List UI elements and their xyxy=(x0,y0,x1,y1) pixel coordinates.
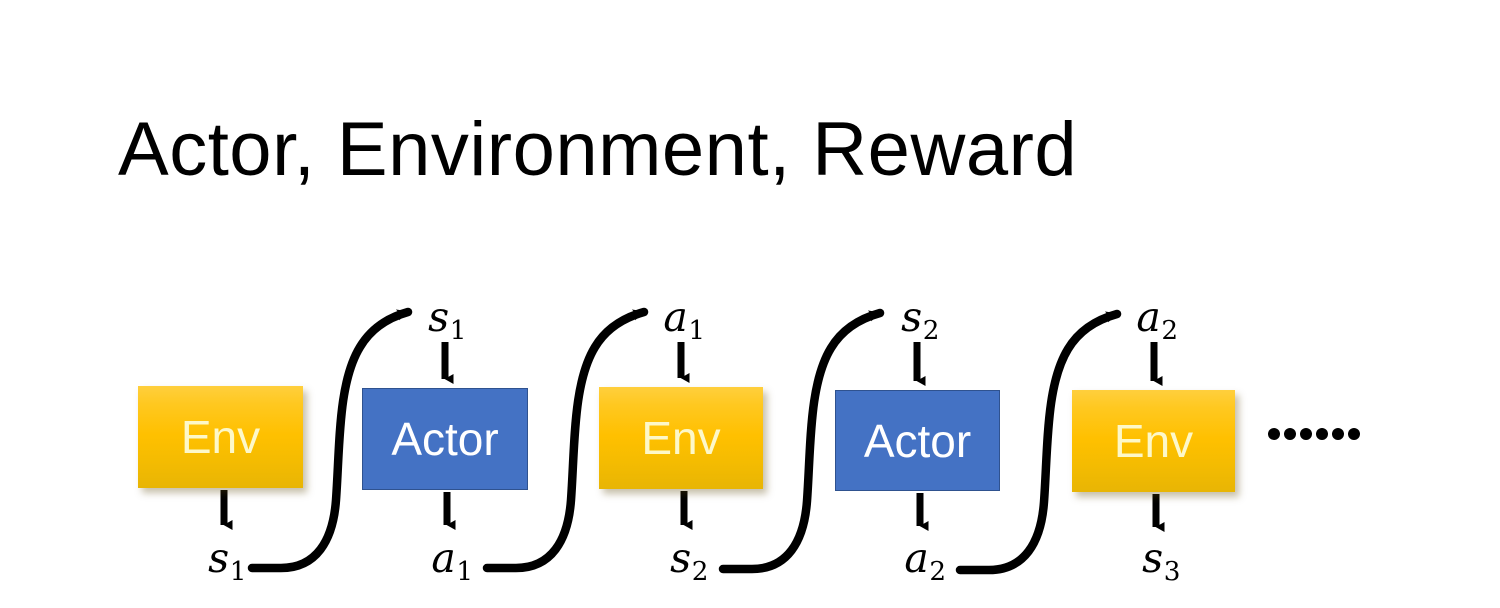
connector-s1-to-s1 xyxy=(247,307,413,573)
label-bottom-s3: s3 xyxy=(1142,538,1180,585)
continuation-ellipsis xyxy=(1268,428,1360,440)
symbol: s xyxy=(428,293,450,341)
ellipsis-dot xyxy=(1316,428,1328,440)
subscript: 2 xyxy=(922,315,940,346)
symbol: a xyxy=(431,534,456,582)
subscript: 2 xyxy=(929,556,947,587)
node-label: Env xyxy=(641,412,721,464)
connector-s2-to-s2 xyxy=(718,308,885,574)
curved-connectors xyxy=(247,307,1122,575)
label-bottom-s1: s1 xyxy=(208,538,246,585)
node-label: Actor xyxy=(391,413,499,465)
symbol: s xyxy=(901,293,923,341)
arrows-box-to-label xyxy=(220,490,1165,532)
label-top-a1: a1 xyxy=(663,297,705,344)
subscript: 3 xyxy=(1163,556,1181,587)
ellipsis-dot xyxy=(1332,428,1344,440)
symbol: a xyxy=(663,293,688,341)
subscript: 1 xyxy=(688,315,706,346)
subscript: 1 xyxy=(456,556,474,587)
ellipsis-dot xyxy=(1284,428,1296,440)
subscript: 2 xyxy=(691,556,709,587)
label-top-s2: s2 xyxy=(901,297,939,344)
node-label: Env xyxy=(1113,415,1194,467)
connector-a1-to-a1 xyxy=(482,307,649,573)
node-actor-2[interactable]: Actor xyxy=(835,390,1000,491)
symbol: s xyxy=(208,534,230,582)
node-env-2[interactable]: Env xyxy=(599,387,763,489)
label-bottom-a2: a2 xyxy=(904,538,946,585)
subscript: 1 xyxy=(229,556,247,587)
page-title: Actor, Environment, Reward xyxy=(118,107,1078,192)
label-bottom-a1: a1 xyxy=(431,538,473,585)
arrows-label-to-box xyxy=(441,342,1163,386)
node-env-1[interactable]: Env xyxy=(138,386,303,488)
symbol: a xyxy=(904,534,929,582)
ellipsis-dot xyxy=(1300,428,1312,440)
label-top-a2: a2 xyxy=(1136,297,1178,344)
node-label: Env xyxy=(180,411,261,463)
node-actor-1[interactable]: Actor xyxy=(362,388,528,490)
subscript: 1 xyxy=(449,315,467,346)
symbol: a xyxy=(1136,293,1161,341)
symbol: s xyxy=(1142,534,1164,582)
subscript: 2 xyxy=(1161,315,1179,346)
label-top-s1: s1 xyxy=(428,297,466,344)
ellipsis-dot xyxy=(1348,428,1360,440)
node-env-3[interactable]: Env xyxy=(1072,390,1235,492)
connector-a2-to-a2 xyxy=(955,309,1122,575)
node-label: Actor xyxy=(863,414,972,467)
label-bottom-s2: s2 xyxy=(670,538,708,585)
ellipsis-dot xyxy=(1268,428,1280,440)
symbol: s xyxy=(670,534,692,582)
